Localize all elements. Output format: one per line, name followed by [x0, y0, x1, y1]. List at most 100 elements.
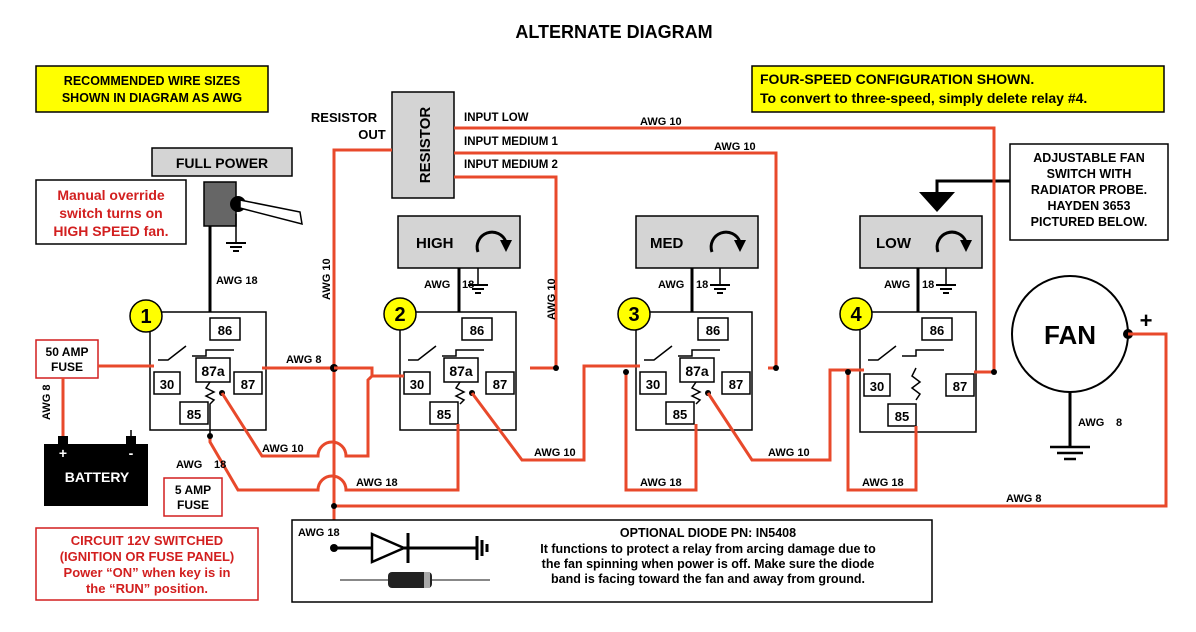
speed-high: HIGH	[397, 215, 521, 269]
wire-sizes-line1: RECOMMENDED WIRE SIZES	[64, 74, 240, 88]
awg18-bus-label: AWG 18	[356, 477, 398, 489]
full-power-label-box	[151, 147, 293, 177]
wire-relay4-bottom	[846, 372, 918, 492]
full-power-label: FULL POWER	[176, 155, 268, 171]
relay3-pin87: 87	[729, 377, 743, 392]
relay3-pin85: 85	[673, 407, 687, 422]
diode-note	[291, 519, 933, 603]
diode-text-line1: It functions to protect a relay from arc…	[540, 542, 876, 556]
awg10-r2-87a-label: AWG 10	[534, 447, 576, 459]
relay2-number-badge	[383, 297, 417, 331]
relay1-pin86: 86	[218, 323, 232, 338]
awg10-low-label: AWG 10	[640, 116, 682, 128]
svg-text:18: 18	[696, 279, 708, 291]
input-medium1-label: INPUT MEDIUM 1	[464, 136, 559, 148]
fan-switch-line3: RADIATOR PROBE.	[1031, 183, 1147, 197]
wire-sizes-note	[35, 65, 269, 113]
awg8-groundb-label: 8	[1116, 417, 1122, 429]
wire-relay3-87a	[706, 368, 864, 462]
diode-text-line2: the fan spinning when power is off. Make…	[542, 557, 875, 571]
awg10-vertical-left-label: AWG 10	[321, 258, 333, 300]
awg8-ground-label: AWG	[1078, 417, 1104, 429]
config-line2: To convert to three-speed, simply delete…	[760, 90, 1087, 106]
diode-photo	[340, 572, 490, 588]
fuse-5amp-line1: 5 AMP	[175, 483, 211, 497]
relay2-pin87: 87	[493, 377, 507, 392]
svg-text:18: 18	[922, 279, 934, 291]
wire-input-medium2	[454, 175, 558, 370]
switch-ground-icon	[226, 242, 246, 252]
circuit-line1: CIRCUIT 12V SWITCHED	[71, 533, 223, 548]
relay2-number: 2	[394, 304, 405, 326]
awg18-r3-bottom-label: AWG 18	[640, 477, 682, 489]
awg10-med1-label: AWG 10	[714, 141, 756, 153]
wire-relay3-bottom	[624, 372, 698, 492]
circuit-note	[35, 527, 259, 601]
battery	[44, 444, 148, 506]
diode-symbol-icon	[370, 532, 408, 564]
speed-med: MED	[635, 215, 759, 269]
fan-plus: +	[1140, 308, 1153, 333]
svg-text:AWG: AWG	[424, 279, 450, 291]
relay2-pin30: 30	[410, 377, 424, 392]
fan-switch-arrow-icon	[919, 192, 955, 212]
wire-85-bus	[208, 424, 460, 492]
relay2-pin86: 86	[470, 323, 484, 338]
fuse-50amp	[35, 339, 99, 379]
speed-med-label: MED	[650, 235, 684, 252]
fuse-50amp-line2: FUSE	[51, 360, 83, 374]
resistor-out-label1: RESISTOR	[311, 110, 378, 125]
wire-resistor-out	[332, 148, 392, 548]
config-note	[751, 65, 1165, 113]
override-switch-lever-icon[interactable]	[239, 199, 303, 226]
fuse-50amp-line1: 50 AMP	[46, 345, 89, 359]
fan-switch-note	[1009, 143, 1169, 241]
awg18-85b-label: 18	[214, 459, 226, 471]
diagram-title: ALTERNATE DIAGRAM	[515, 22, 712, 42]
wire-input-medium1	[454, 151, 778, 370]
awg18-85a-label: AWG	[176, 459, 202, 471]
wire-relay2-87a	[470, 364, 640, 462]
battery-minus: -	[129, 445, 134, 461]
relay1-pin85: 85	[187, 407, 201, 422]
diode-title: OPTIONAL DIODE PN: IN5408	[620, 526, 796, 540]
fan-switch-line5: PICTURED BELOW.	[1031, 215, 1148, 229]
relay1-pin87a: 87a	[201, 363, 225, 379]
relay3-number-badge	[617, 297, 651, 331]
fan-label: FAN	[1044, 320, 1096, 350]
awg18-r4-bottom-label: AWG 18	[862, 477, 904, 489]
relay4-pin85: 85	[895, 409, 909, 424]
fuse-5amp	[163, 477, 223, 517]
override-note	[35, 179, 187, 245]
fan-switch-line1: ADJUSTABLE FAN	[1033, 151, 1145, 165]
relay1-number-badge	[129, 299, 163, 333]
circuit-line3: Power “ON” when key is in	[64, 565, 231, 580]
relay4-number: 4	[850, 304, 862, 326]
relay-1: 86 30 87a 87 85 1	[129, 299, 267, 436]
awg18-diode-label: AWG 18	[298, 527, 340, 539]
resistor	[391, 91, 455, 199]
awg8-relay1-label: AWG 8	[286, 354, 321, 366]
relay3-pin30: 30	[646, 377, 660, 392]
relay3-pin86: 86	[706, 323, 720, 338]
rotation-med-icon	[709, 230, 742, 253]
fan-ground-icon	[1050, 445, 1090, 461]
relay4-pin87: 87	[953, 379, 967, 394]
relay4-pin86: 86	[930, 323, 944, 338]
relay4-pin30: 30	[870, 379, 884, 394]
battery-plus: +	[59, 445, 67, 461]
relay-4: 86 30 87 85 4	[839, 297, 977, 433]
resistor-label: RESISTOR	[417, 107, 434, 184]
override-line1: Manual override	[57, 187, 165, 203]
svg-text:AWG: AWG	[884, 279, 910, 291]
awg8-fan-label: AWG 8	[1006, 493, 1041, 505]
relay1-pin30: 30	[160, 377, 174, 392]
input-medium2-label: INPUT MEDIUM 2	[464, 159, 558, 171]
fuse-5amp-line2: FUSE	[177, 498, 209, 512]
relay3-pin87a: 87a	[685, 363, 709, 379]
circuit-line2: (IGNITION OR FUSE PANEL)	[60, 549, 235, 564]
wire-fan-power	[334, 332, 1168, 508]
diode-text-line3: band is facing toward the fan and away f…	[551, 572, 865, 586]
speed-low-label: LOW	[876, 235, 912, 252]
